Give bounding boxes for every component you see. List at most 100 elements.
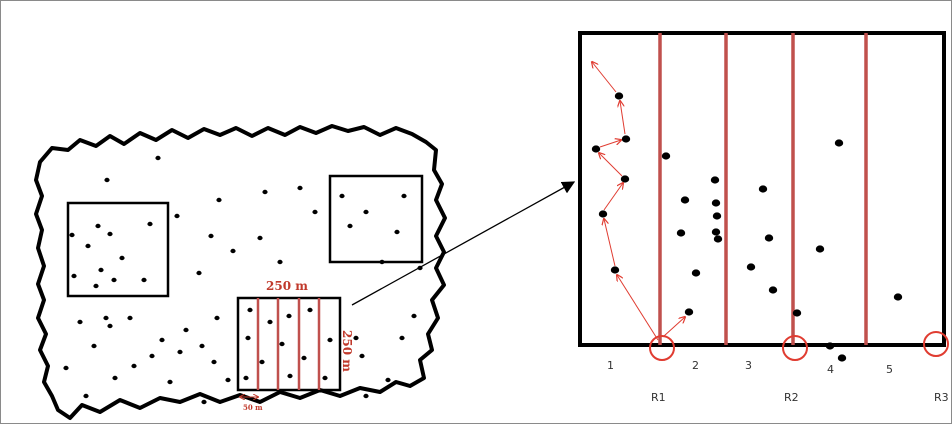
tree-dot	[93, 283, 99, 289]
tree-dot	[401, 193, 407, 199]
tree-dot	[691, 269, 701, 277]
sample-plot-detailed	[236, 296, 342, 392]
tree-dot	[127, 315, 133, 321]
tree-dot	[347, 223, 353, 229]
tree-dot	[327, 337, 333, 343]
strip-number-1: 1	[607, 359, 614, 372]
tree-dot	[247, 307, 253, 313]
tree-dot	[208, 233, 214, 239]
tree-dot	[768, 286, 778, 294]
strip-number-2: 2	[692, 359, 699, 372]
tree-dot	[711, 199, 721, 207]
tree-dot	[98, 267, 104, 273]
tree-dot	[676, 229, 686, 237]
tree-dot	[893, 293, 903, 301]
route-marker-r1	[649, 335, 675, 361]
tree-dot	[71, 273, 77, 279]
tree-dot	[257, 235, 263, 241]
tree-dot	[621, 135, 631, 143]
tree-dot	[83, 393, 89, 399]
tree-dot	[363, 209, 369, 215]
tree-dot	[167, 379, 173, 385]
tree-dot	[267, 319, 273, 325]
map-trees	[63, 155, 423, 405]
tree-dot	[792, 309, 802, 317]
tree-dot	[610, 266, 620, 274]
plot-height-label: 250 m	[340, 330, 354, 372]
tree-dot	[279, 341, 285, 347]
route-label-r1: R1	[651, 391, 666, 404]
tree-dot	[339, 193, 345, 199]
zoom-arrow	[351, 181, 576, 306]
tree-dot	[111, 277, 117, 283]
tree-dot	[614, 92, 624, 100]
tree-dot	[286, 313, 292, 319]
tree-dot	[411, 313, 417, 319]
tree-dot	[307, 307, 313, 313]
route-marker-r3	[923, 331, 949, 357]
tree-dot	[216, 197, 222, 203]
tree-dot	[591, 145, 601, 153]
tree-dot	[746, 263, 756, 271]
tree-dot	[764, 234, 774, 242]
tree-dot	[713, 235, 723, 243]
plot-strip-lines	[256, 298, 321, 390]
tree-dot	[119, 255, 125, 261]
tree-dot	[684, 308, 694, 316]
tree-dot	[104, 177, 110, 183]
tree-dot	[661, 152, 671, 160]
tree-dot	[201, 399, 207, 405]
tree-dot	[174, 213, 180, 219]
tree-dot	[112, 375, 118, 381]
tree-dot	[230, 248, 236, 254]
tree-dot	[199, 343, 205, 349]
tree-dot	[598, 210, 608, 218]
tree-dot	[399, 335, 405, 341]
tree-dot	[287, 373, 293, 379]
tree-dot	[107, 231, 113, 237]
tree-dot	[680, 196, 690, 204]
tree-dot	[322, 375, 328, 381]
zoomed-strip-lines	[658, 33, 868, 345]
tree-dot	[214, 315, 220, 321]
tree-dot	[69, 232, 75, 238]
strip-number-3: 3	[745, 359, 752, 372]
strip-number-4: 4	[827, 363, 834, 376]
route-label-r3: R3	[934, 391, 949, 404]
study-area-outline	[34, 124, 447, 420]
tree-dot	[394, 229, 400, 235]
tree-dot	[183, 327, 189, 333]
tree-dot	[262, 189, 268, 195]
tree-dot	[297, 185, 303, 191]
tree-dot	[620, 175, 630, 183]
tree-dot	[107, 323, 113, 329]
tree-dot	[155, 155, 161, 161]
tree-dot	[815, 245, 825, 253]
tree-dot	[363, 393, 369, 399]
tree-dot	[312, 209, 318, 215]
zoomed-trees	[591, 92, 903, 362]
route-markers	[649, 331, 949, 361]
plot-width-label: 250 m	[266, 279, 308, 293]
tree-dot	[277, 259, 283, 265]
tree-dot	[834, 139, 844, 147]
tree-dot	[245, 335, 251, 341]
tree-dot	[131, 363, 137, 369]
tree-dot	[353, 335, 359, 341]
tree-dot	[710, 176, 720, 184]
tree-dot	[177, 349, 183, 355]
survey-route	[592, 62, 685, 341]
tree-dot	[63, 365, 69, 371]
tree-dot	[359, 353, 365, 359]
strip-width-label: 50 m	[243, 403, 263, 412]
route-marker-r2	[782, 335, 808, 361]
tree-dot	[141, 277, 147, 283]
tree-dot	[243, 375, 249, 381]
tree-dot	[103, 315, 109, 321]
strip-number-5: 5	[886, 363, 893, 376]
tree-dot	[91, 343, 97, 349]
tree-dot	[301, 355, 307, 361]
tree-dot	[149, 353, 155, 359]
tree-dot	[825, 342, 835, 350]
